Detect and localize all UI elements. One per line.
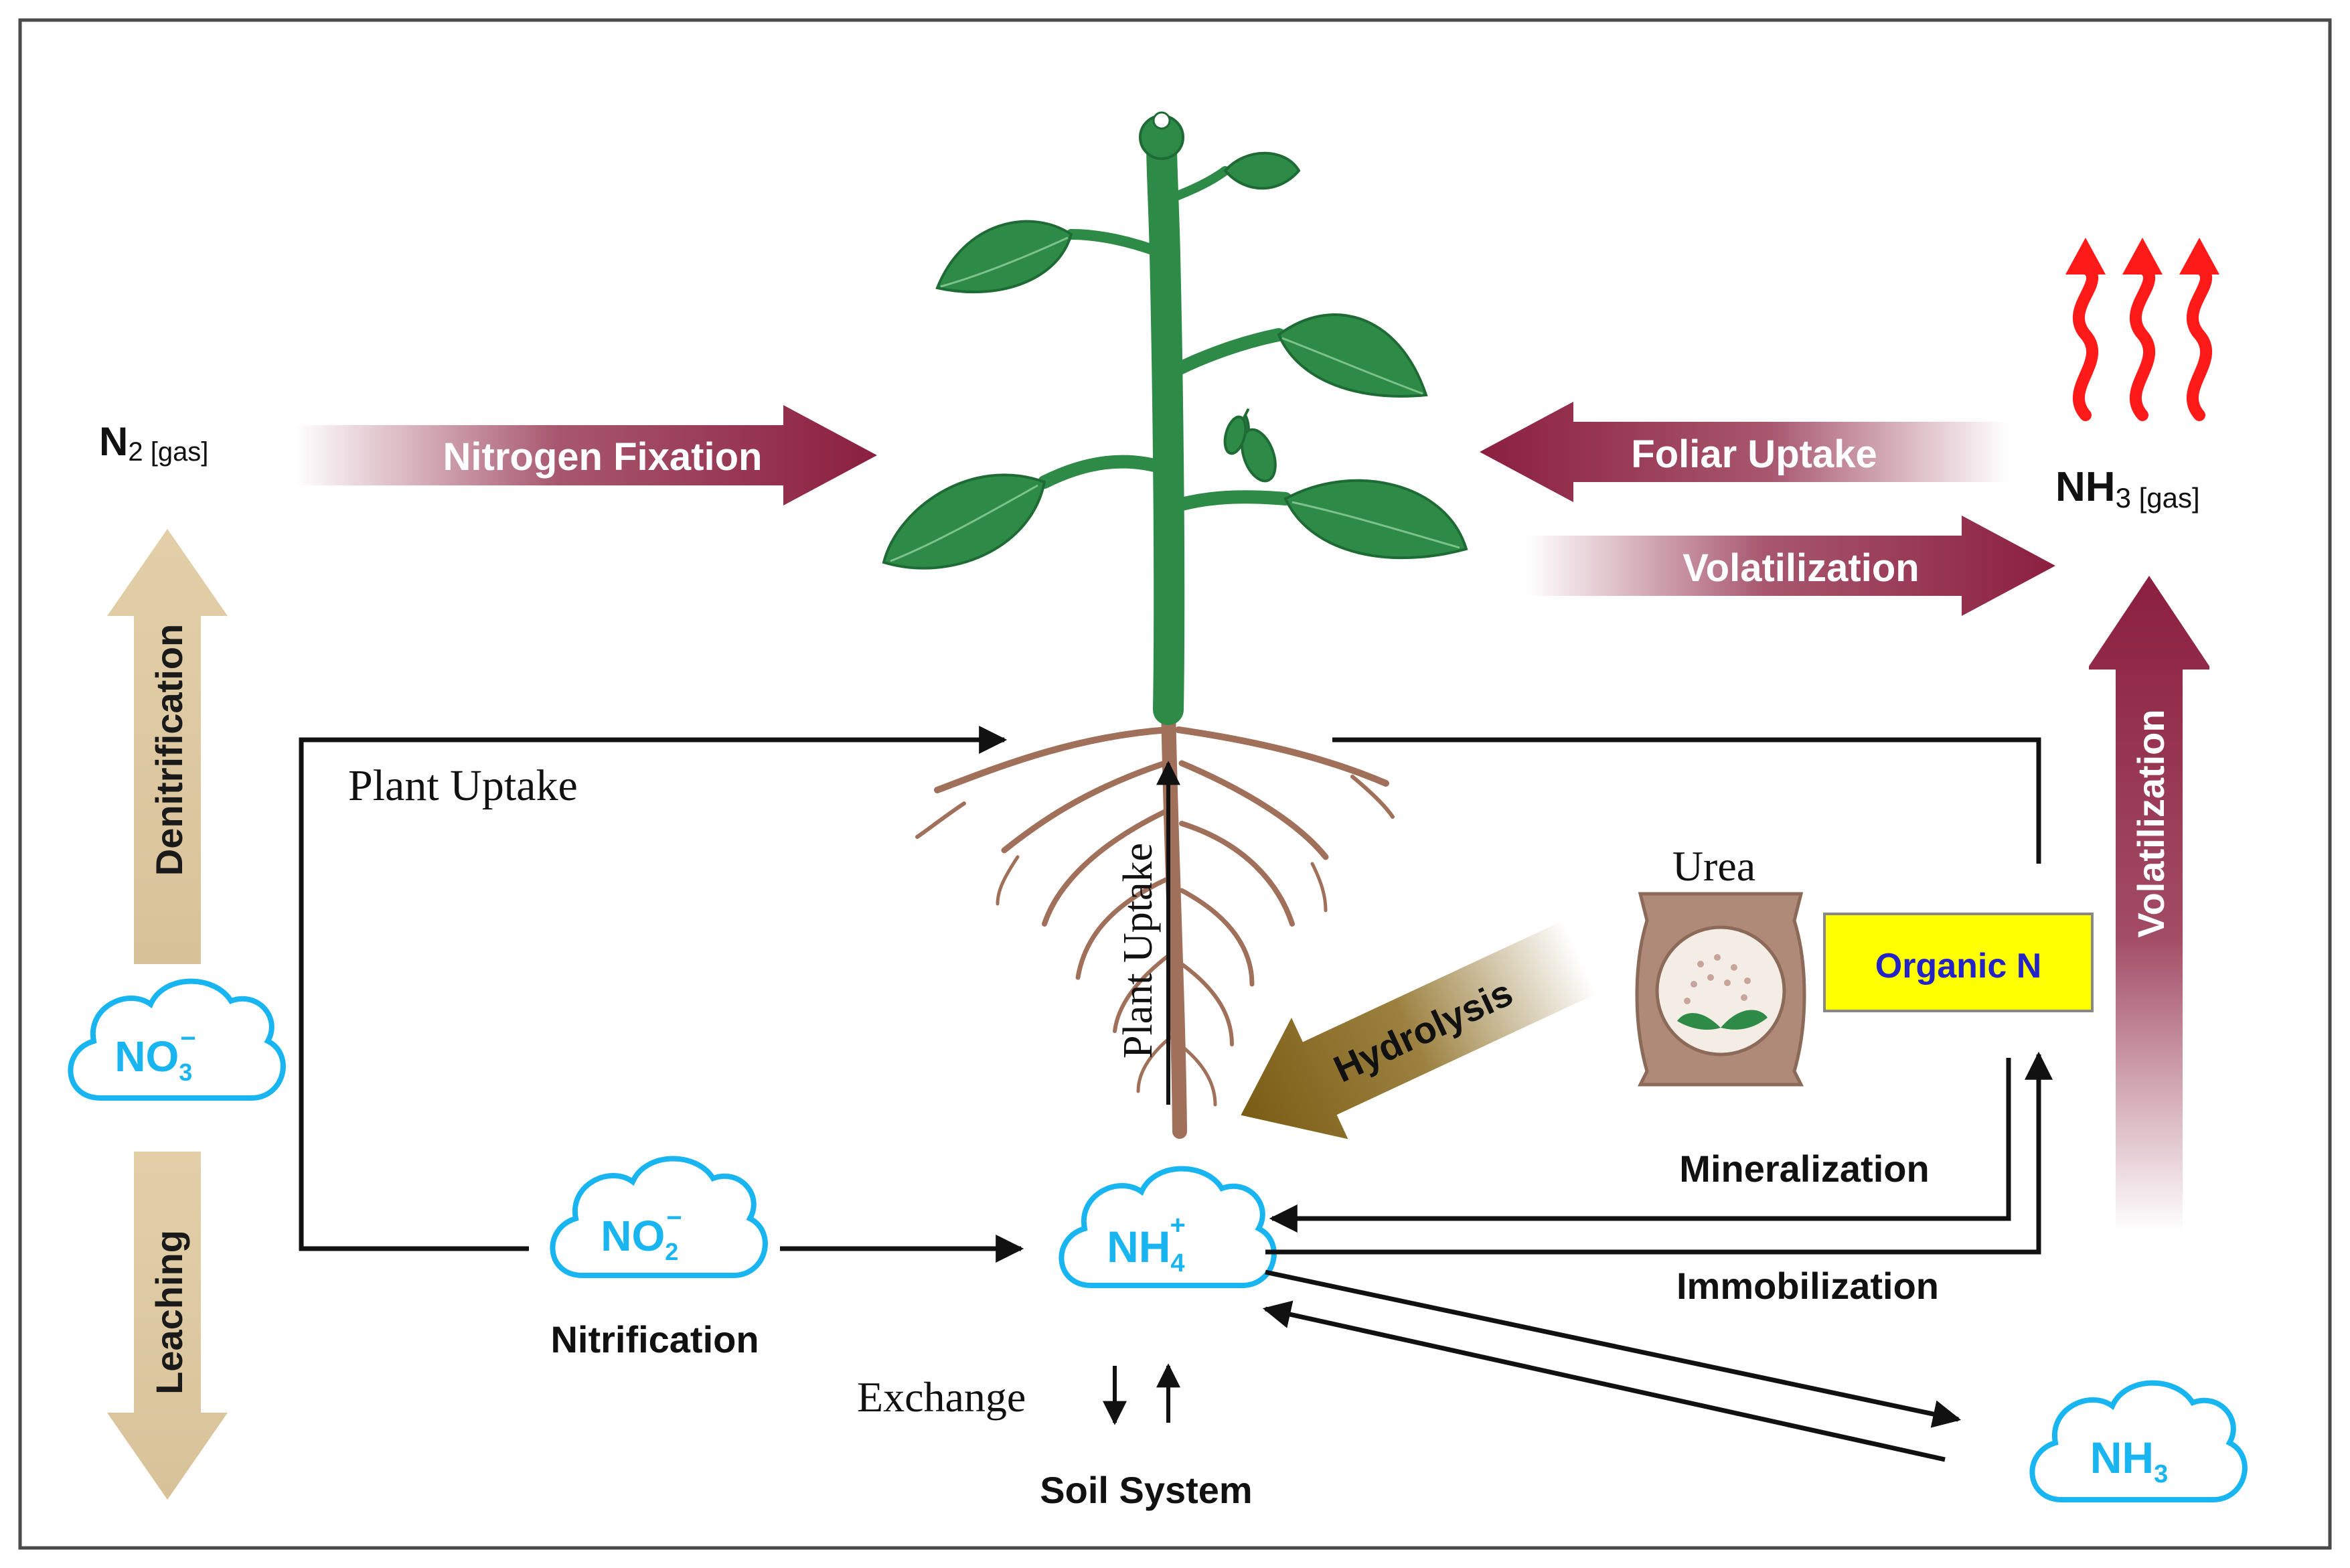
no2-cloud: NO2− bbox=[550, 1156, 768, 1278]
volatilization-top-arrow: Volatilization bbox=[1526, 516, 2055, 616]
nitrogen-fixation-label: Nitrogen Fixation bbox=[443, 435, 763, 479]
leaf-veins bbox=[890, 236, 1460, 562]
soil-system-label: Soil System bbox=[1040, 1469, 1252, 1511]
plant-uptake-flow bbox=[299, 726, 1008, 1251]
volatilization-side-label: Volatilization bbox=[2130, 709, 2172, 937]
exchange-label: Exchange bbox=[857, 1373, 1026, 1421]
svg-text:NO2−: NO2− bbox=[601, 1203, 682, 1265]
mineralization-flow bbox=[1269, 1058, 2011, 1233]
plant-uptake-vertical-label: Plant Uptake bbox=[1115, 843, 1161, 1059]
plant-leaves bbox=[882, 151, 1468, 570]
nh3-gas-label: NH3 [gas] bbox=[2055, 464, 2200, 514]
plant-uptake-vertical-arrow: Plant Uptake bbox=[1115, 761, 1180, 1105]
foliar-uptake-label: Foliar Uptake bbox=[1631, 433, 1877, 476]
svg-text:NH3: NH3 bbox=[2090, 1433, 2168, 1488]
plant-illustration bbox=[882, 111, 1468, 1139]
volatilization-top-label: Volatilization bbox=[1682, 546, 1919, 590]
immobilization-flow bbox=[1265, 1051, 2053, 1255]
plant-stem bbox=[1038, 129, 1292, 725]
urea-to-plant-line bbox=[1332, 737, 2041, 864]
denitrification-label: Denitrification bbox=[148, 624, 190, 876]
denitrification-arrow: Denitrification bbox=[107, 529, 228, 964]
volatilization-side-arrow: Volatilization bbox=[2089, 576, 2209, 1232]
svg-text:NH3 [gas]: NH3 [gas] bbox=[2055, 464, 2200, 514]
plant-bud bbox=[1139, 111, 1184, 160]
organic-n-box: Organic N bbox=[1823, 913, 2094, 1012]
leaching-arrow: Leaching bbox=[107, 1152, 228, 1500]
nh4-to-nh3-arrow bbox=[1265, 1269, 1962, 1428]
immobilization-label: Immobilization bbox=[1676, 1265, 1939, 1307]
plant-uptake-horizontal-label: Plant Uptake bbox=[348, 761, 578, 810]
mineralization-label: Mineralization bbox=[1679, 1148, 1929, 1190]
nh3-cloud: NH3 bbox=[2029, 1380, 2248, 1502]
nh3-to-nh4-arrow bbox=[1262, 1300, 1946, 1462]
n2-gas-label: N2 [gas] bbox=[99, 419, 208, 467]
nitrogen-fixation-arrow: Nitrogen Fixation bbox=[295, 405, 877, 505]
svg-text:NO3−: NO3− bbox=[114, 1024, 195, 1086]
svg-text:N2 [gas]: N2 [gas] bbox=[99, 419, 208, 467]
urea-bag-icon bbox=[1635, 892, 1806, 1087]
organic-n-label: Organic N bbox=[1875, 947, 2042, 986]
exchange-arrows: Exchange bbox=[857, 1363, 1180, 1425]
leaching-label: Leaching bbox=[148, 1230, 190, 1395]
heat-arrowheads-icon bbox=[2065, 238, 2219, 275]
nitrification-label: Nitrification bbox=[550, 1318, 759, 1360]
svg-text:NH4+: NH4+ bbox=[1107, 1210, 1186, 1277]
foliar-uptake-arrow: Foliar Uptake bbox=[1480, 402, 2009, 502]
heat-waves-icon bbox=[2072, 262, 2213, 421]
nh4-cloud: NH4+ bbox=[1059, 1166, 1277, 1288]
no3-cloud: NO3− bbox=[68, 978, 286, 1101]
urea-label: Urea bbox=[1672, 842, 1755, 890]
